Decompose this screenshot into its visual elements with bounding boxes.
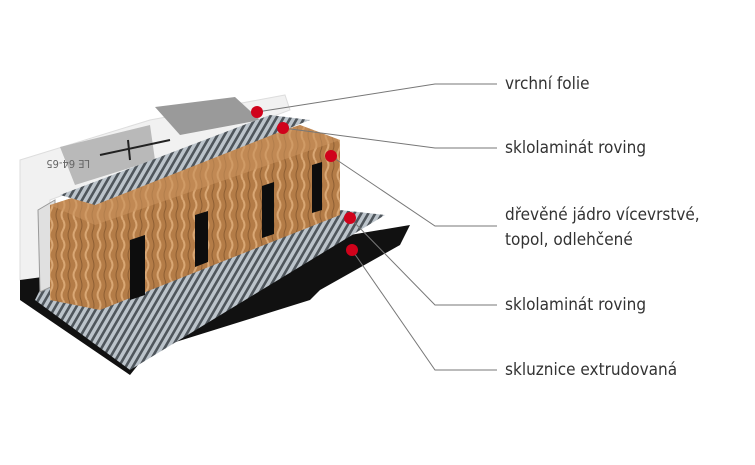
marker-dot-bottom-roving (344, 212, 356, 224)
marker-dot-base (346, 244, 358, 256)
bottom-roving-layer (35, 210, 385, 370)
label-top-sheet: vrchní folie (505, 74, 590, 94)
marker-dot-top-roving (277, 122, 289, 134)
marker-dot-top-sheet (251, 106, 263, 118)
label-base: skluznice extrudovaná (505, 360, 678, 380)
label-bottom-roving: sklolaminát roving (505, 295, 647, 315)
label-top-roving: sklolaminát roving (505, 138, 647, 158)
leader-lines (256, 83, 497, 371)
label-wood-core: dřevěné jádro vícevrstvé, (505, 205, 700, 225)
top-roving-layer (60, 115, 310, 205)
ski-print-text: LE 64-65 (46, 157, 90, 170)
label-wood-core-line2: topol, odlehčené (505, 230, 633, 250)
marker-dot-wood-core (325, 150, 337, 162)
